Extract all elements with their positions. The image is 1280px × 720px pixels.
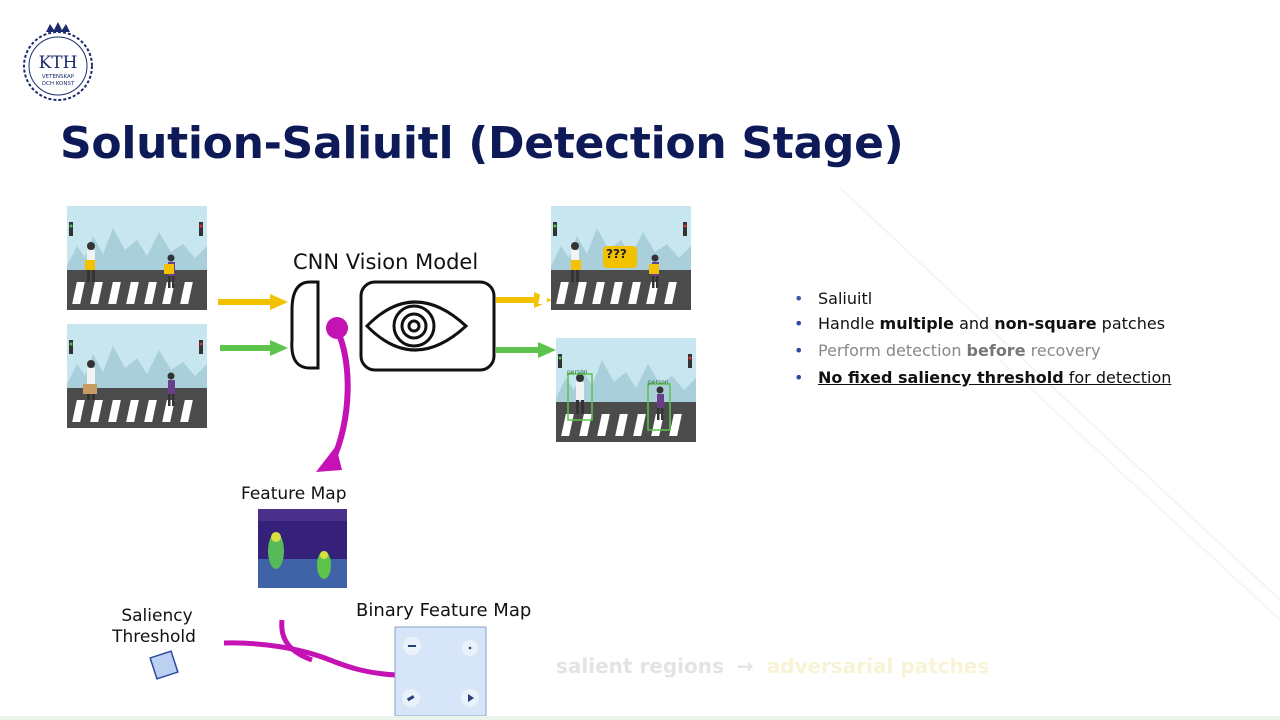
binary-feature-map-image bbox=[394, 626, 487, 717]
binary-feature-map-label: Binary Feature Map bbox=[356, 600, 532, 621]
overlay-arrow: → bbox=[736, 654, 754, 678]
faded-overlay-caption: salient regions → adversarial patches bbox=[556, 654, 989, 678]
bullet-list: Saliuitl Handle multiple and non-square … bbox=[794, 288, 1171, 391]
bullet-detection-before-recovery: Perform detection before recovery bbox=[794, 337, 1171, 364]
detection-label-left: person bbox=[567, 369, 588, 376]
kth-logo: KTH VETENSKAP OCH KONST bbox=[23, 22, 93, 101]
detection-label-right: person bbox=[648, 379, 669, 386]
slide-title: Solution-Saliuitl (Detection Stage) bbox=[60, 118, 904, 169]
threshold-square bbox=[149, 650, 179, 680]
output-image-detections bbox=[543, 338, 696, 442]
saliency-threshold-label: Saliency Threshold bbox=[112, 606, 197, 648]
logo-text: KTH bbox=[39, 53, 78, 73]
feature-map-image bbox=[258, 509, 347, 588]
magenta-merge-top bbox=[279, 619, 313, 663]
bullet-saliuitl: Saliuitl bbox=[794, 288, 1171, 310]
bottom-bar bbox=[0, 716, 1280, 720]
feature-map-label: Feature Map bbox=[241, 484, 347, 504]
question-badge: ??? bbox=[606, 247, 627, 261]
saliency-threshold-line1: Saliency bbox=[121, 606, 193, 626]
model-input-block bbox=[290, 280, 320, 370]
logo-subtext-2: OCH KONST bbox=[42, 81, 75, 87]
feature-tap-dot bbox=[326, 317, 348, 339]
bullet-no-fixed-threshold: No fixed saliency threshold for detectio… bbox=[794, 364, 1171, 391]
input-image-clean bbox=[54, 324, 207, 428]
eye-icon bbox=[364, 300, 469, 352]
logo-subtext-1: VETENSKAP bbox=[42, 74, 75, 80]
overlay-adversarial-patches: adversarial patches bbox=[766, 654, 990, 678]
magenta-arrow-down bbox=[329, 328, 351, 464]
bullet-multiple-patches: Handle multiple and non-square patches bbox=[794, 310, 1171, 337]
input-image-adversarial bbox=[54, 206, 207, 310]
overlay-salient-regions: salient regions bbox=[556, 654, 724, 678]
cnn-vision-model-label: CNN Vision Model bbox=[293, 250, 479, 274]
saliency-threshold-line2: Threshold bbox=[112, 627, 196, 647]
output-image-unknown bbox=[538, 206, 691, 310]
magenta-merge-left bbox=[223, 640, 399, 678]
